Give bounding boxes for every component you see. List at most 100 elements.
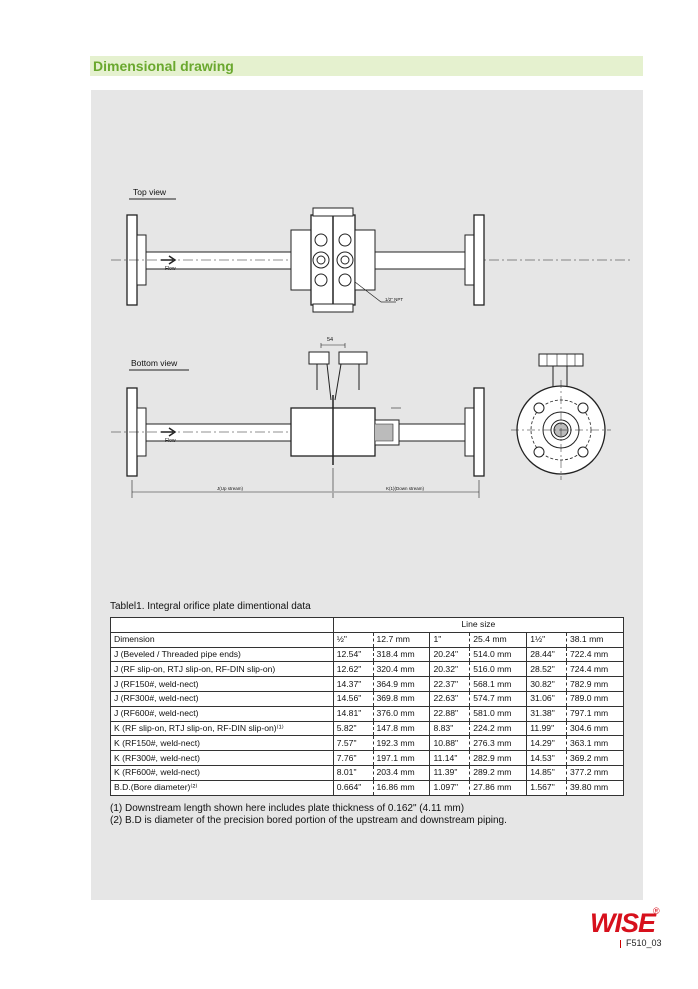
dimension-cell: J (RF slip-on, RTJ slip-on, RF-DIN slip-… [110, 661, 334, 678]
table-row: J (Beveled / Threaded pipe ends)12.54"31… [110, 646, 625, 663]
flow-label-bottom: Flow [165, 438, 176, 444]
value-cell: 320.4 mm [372, 661, 431, 678]
value-cell: 7.76" [332, 750, 374, 766]
value-cell: 1" [429, 631, 471, 648]
section-title: Dimensional drawing [93, 58, 234, 74]
value-cell: 1.097" [429, 779, 471, 796]
value-cell: 318.4 mm [372, 646, 431, 663]
flow-label-top: Flow [165, 266, 176, 272]
value-cell: 5.82" [332, 720, 374, 737]
dimension-cell: K (RF slip-on, RTJ slip-on, RF-DIN slip-… [110, 720, 334, 737]
value-cell: 14.81" [332, 705, 374, 722]
value-cell: 789.0 mm [565, 690, 625, 707]
value-cell: 12.7 mm [372, 631, 431, 648]
value-cell: 369.2 mm [565, 750, 625, 766]
dimension-cell: B.D.(Bore diameter)⁽²⁾ [110, 779, 334, 796]
value-cell: 282.9 mm [469, 750, 528, 766]
value-cell: 7.57" [332, 735, 374, 752]
value-cell: 22.63" [429, 690, 471, 707]
table-notes: (1) Downstream length shown here include… [110, 803, 507, 826]
dim-j-label: J(Up stream) [217, 486, 244, 491]
value-cell: 568.1 mm [469, 676, 528, 692]
value-cell: 27.86 mm [469, 779, 528, 796]
value-cell: 38.1 mm [565, 631, 625, 648]
dimension-cell: Dimension [110, 631, 334, 648]
value-cell: 12.62" [332, 661, 374, 678]
value-cell: 369.8 mm [372, 690, 431, 707]
value-cell: 8.83" [429, 720, 471, 737]
dim-k-label: K(1)(Down stream) [386, 486, 425, 491]
value-cell: 28.52" [526, 661, 567, 678]
value-cell: 31.38" [526, 705, 567, 722]
dimensional-drawing: Top view Flow 1/2" NPT Bottom view [111, 187, 631, 498]
value-cell: ½" [332, 631, 374, 648]
value-cell: 364.9 mm [372, 676, 431, 692]
section-header: Dimensional drawing [90, 56, 643, 76]
value-cell: 20.24" [429, 646, 471, 663]
value-cell: 12.54" [332, 646, 374, 663]
value-cell: 8.01" [332, 764, 374, 781]
value-cell: 39.80 mm [565, 779, 625, 796]
npt-label: 1/2" NPT [385, 297, 403, 302]
logo-mark: ® [653, 906, 660, 916]
table-header-blank [110, 617, 334, 633]
value-cell: 514.0 mm [469, 646, 528, 663]
dimension-cell: K (RF600#, weld-nect) [110, 764, 334, 781]
value-cell: 722.4 mm [565, 646, 625, 663]
value-cell: 25.4 mm [469, 631, 528, 648]
value-cell: 377.2 mm [565, 764, 625, 781]
value-cell: 197.1 mm [372, 750, 431, 766]
value-cell: 1½" [526, 631, 567, 648]
value-cell: 0.664" [332, 779, 374, 796]
value-cell: 20.32" [429, 661, 471, 678]
value-cell: 28.44" [526, 646, 567, 663]
value-cell: 11.14" [429, 750, 471, 766]
note-1: (1) Downstream length shown here include… [110, 803, 465, 814]
value-cell: 574.7 mm [469, 690, 528, 707]
drawing-panel: Top view Flow 1/2" NPT Bottom view [91, 90, 643, 900]
value-cell: 797.1 mm [565, 705, 625, 722]
value-cell: 14.53" [526, 750, 567, 766]
value-cell: 304.6 mm [565, 720, 625, 737]
code-divider [620, 940, 621, 948]
value-cell: 22.88" [429, 705, 471, 722]
value-cell: 14.56" [332, 690, 374, 707]
doc-code: F510_03 [626, 938, 662, 948]
value-cell: 16.86 mm [372, 779, 431, 796]
dimension-cell: K (RF150#, weld-nect) [110, 735, 334, 752]
value-cell: 192.3 mm [372, 735, 431, 752]
table-row: J (RF slip-on, RTJ slip-on, RF-DIN slip-… [110, 661, 625, 678]
value-cell: 31.06" [526, 690, 567, 707]
value-cell: 376.0 mm [372, 705, 431, 722]
logo-text: WISE [590, 908, 657, 936]
table-row: K (RF slip-on, RTJ slip-on, RF-DIN slip-… [110, 720, 625, 737]
value-cell: 203.4 mm [372, 764, 431, 781]
value-cell: 11.99" [526, 720, 567, 737]
value-cell: 363.1 mm [565, 735, 625, 752]
top-view-label: Top view [133, 187, 167, 197]
note-2: (2) B.D is diameter of the precision bor… [110, 814, 507, 826]
value-cell: 22.37" [429, 676, 471, 692]
value-cell: 276.3 mm [469, 735, 528, 752]
dimension-cell: K (RF300#, weld-nect) [110, 750, 334, 766]
dim-54: 54 [327, 337, 333, 343]
value-cell: 14.29" [526, 735, 567, 752]
dimension-cell: J (RF300#, weld-nect) [110, 690, 334, 707]
value-cell: 11.39" [429, 764, 471, 781]
value-cell: 1.567" [526, 779, 567, 796]
value-cell: 516.0 mm [469, 661, 528, 678]
dimension-cell: J (RF600#, weld-nect) [110, 705, 334, 722]
dimension-cell: J (RF150#, weld-nect) [110, 676, 334, 692]
value-cell: 289.2 mm [469, 764, 528, 781]
value-cell: 14.37" [332, 676, 374, 692]
value-cell: 14.85" [526, 764, 567, 781]
value-cell: 724.4 mm [565, 661, 625, 678]
line-size-header: Line size [332, 617, 625, 633]
value-cell: 147.8 mm [372, 720, 431, 737]
